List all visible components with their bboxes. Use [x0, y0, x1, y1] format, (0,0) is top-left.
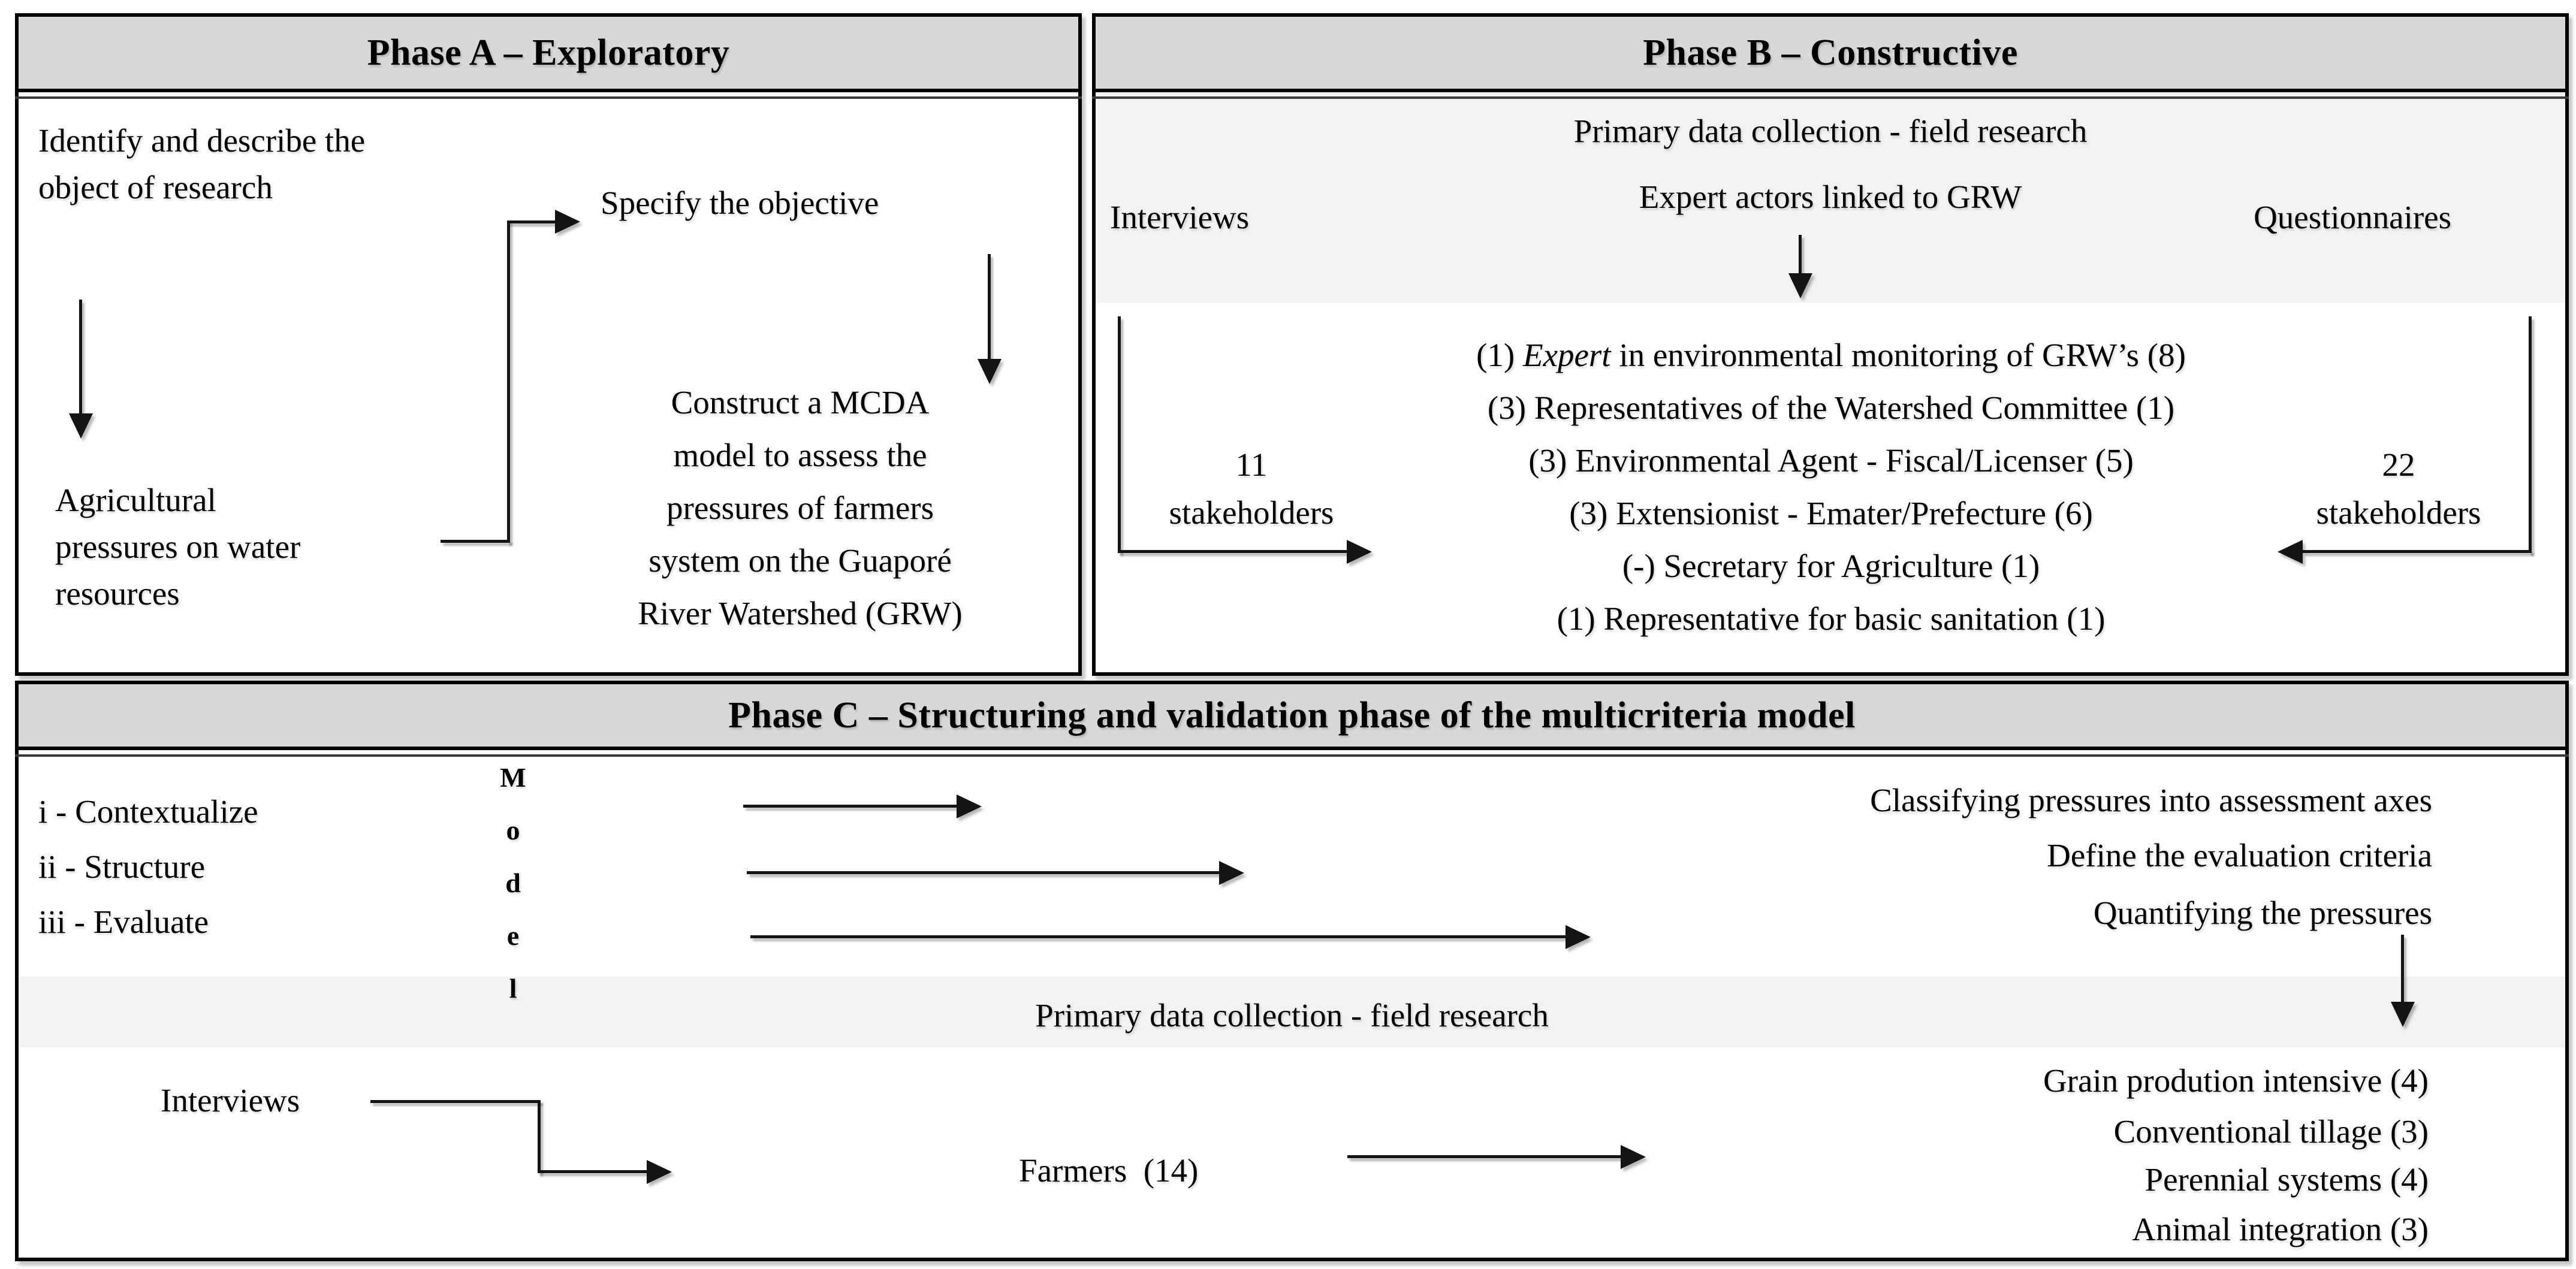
questionnaires-label: Questionnaires	[2254, 199, 2451, 235]
phase-b-subband	[1096, 92, 2565, 303]
construct-mcda-text: Construct a MCDA model to assess the pre…	[638, 384, 963, 632]
output-define-criteria: Define the evaluation criteria	[2047, 837, 2432, 874]
phase-c-box	[15, 681, 2569, 1261]
stakeholder-line: (-) Secretary for Agriculture (1)	[1622, 548, 2040, 584]
step-contextualize: i - Contextualize	[38, 793, 258, 830]
stakeholder-line: (1) Expert in environmental monitoring o…	[1476, 337, 2186, 373]
expert-actors-text: Expert actors linked to GRW	[1639, 179, 2022, 215]
model-arrow-1-head	[957, 794, 982, 818]
agricultural-pressures-text: Agricultural pressures on water resource…	[55, 482, 301, 612]
phase-c-header: Phase C – Structuring and validation pha…	[15, 684, 2569, 757]
arrow-identify-down-head	[69, 413, 93, 439]
model-arrow-1-line	[743, 805, 957, 808]
phase-b-title: Phase B – Constructive	[1643, 32, 2018, 73]
elbow-22-head	[2278, 540, 2303, 564]
phase-c-subband	[19, 977, 2565, 1047]
phase-a-title: Phase A – Exploratory	[367, 32, 730, 73]
system-animal: Animal integration (3)	[2132, 1211, 2429, 1247]
arrow-expert-down-head	[1788, 273, 1812, 298]
arrow-quantify-down-head	[2391, 1002, 2415, 1027]
step-structure: ii - Structure	[38, 848, 205, 885]
elbow-agri-vertical	[507, 220, 510, 543]
interviews-label-b: Interviews	[1110, 199, 1250, 235]
stakeholder-line: (3) Extensionist - Emater/Prefecture (6)	[1569, 495, 2093, 531]
phase-a-box	[15, 13, 1082, 676]
arrow-farmers-head	[1621, 1145, 1646, 1169]
stakeholder-line: (3) Representatives of the Watershed Com…	[1487, 389, 2175, 426]
system-tillage: Conventional tillage (3)	[2113, 1113, 2429, 1150]
phase-a-header: Phase A – Exploratory	[15, 17, 1082, 99]
count-11-stakeholders: 11 stakeholders	[1169, 446, 1334, 531]
elbow-interviews-h1	[370, 1100, 541, 1103]
elbow-interviews-h2	[538, 1170, 647, 1173]
phase-c-title: Phase C – Structuring and validation pha…	[728, 694, 1856, 736]
model-arrow-3-head	[1565, 925, 1591, 949]
elbow-11-horizontal	[1118, 550, 1347, 553]
arrow-identify-down-line	[79, 300, 82, 413]
elbow-interviews-head	[647, 1160, 672, 1184]
elbow-11-head	[1347, 540, 1372, 564]
elbow-11-vertical	[1118, 316, 1121, 553]
elbow-22-vertical	[2529, 316, 2532, 553]
model-arrow-3-line	[750, 935, 1565, 938]
model-arrow-2-line	[747, 871, 1219, 874]
elbow-interviews-v	[538, 1100, 541, 1173]
system-perennial: Perennial systems (4)	[2144, 1161, 2429, 1198]
count-22-stakeholders: 22 stakeholders	[2316, 446, 2481, 531]
elbow-agri-head	[555, 210, 580, 234]
model-arrow-2-head	[1219, 861, 1244, 885]
interviews-label-c: Interviews	[161, 1082, 300, 1119]
primary-data-text-c: Primary data collection - field research	[1035, 997, 1549, 1034]
elbow-22-horizontal	[2303, 550, 2532, 553]
stakeholder-line: (3) Environmental Agent - Fiscal/License…	[1528, 442, 2134, 479]
farmers-label: Farmers (14)	[1019, 1152, 1199, 1189]
output-quantifying: Quantifying the pressures	[2093, 895, 2432, 931]
model-vertical-text: M o d e l	[500, 762, 526, 1004]
specify-objective-text: Specify the objective	[601, 185, 879, 221]
step-evaluate: iii - Evaluate	[38, 904, 209, 940]
phase-b-header: Phase B – Constructive	[1092, 17, 2569, 99]
arrow-expert-down-line	[1799, 235, 1802, 273]
output-classifying: Classifying pressures into assessment ax…	[1870, 782, 2432, 818]
arrow-specify-down-head	[978, 359, 1002, 384]
elbow-agri-top	[507, 220, 555, 223]
identify-object-text: Identify and describe the object of rese…	[38, 122, 366, 206]
stakeholder-line: (1) Representative for basic sanitation …	[1557, 600, 2106, 637]
arrow-farmers-line	[1347, 1155, 1621, 1158]
primary-data-text-b: Primary data collection - field research	[1573, 113, 2088, 149]
elbow-agri-horizontal	[441, 540, 510, 543]
system-grain: Grain prodution intensive (4)	[2043, 1062, 2429, 1099]
arrow-specify-down-line	[988, 254, 991, 359]
arrow-quantify-down-line	[2401, 935, 2404, 1002]
